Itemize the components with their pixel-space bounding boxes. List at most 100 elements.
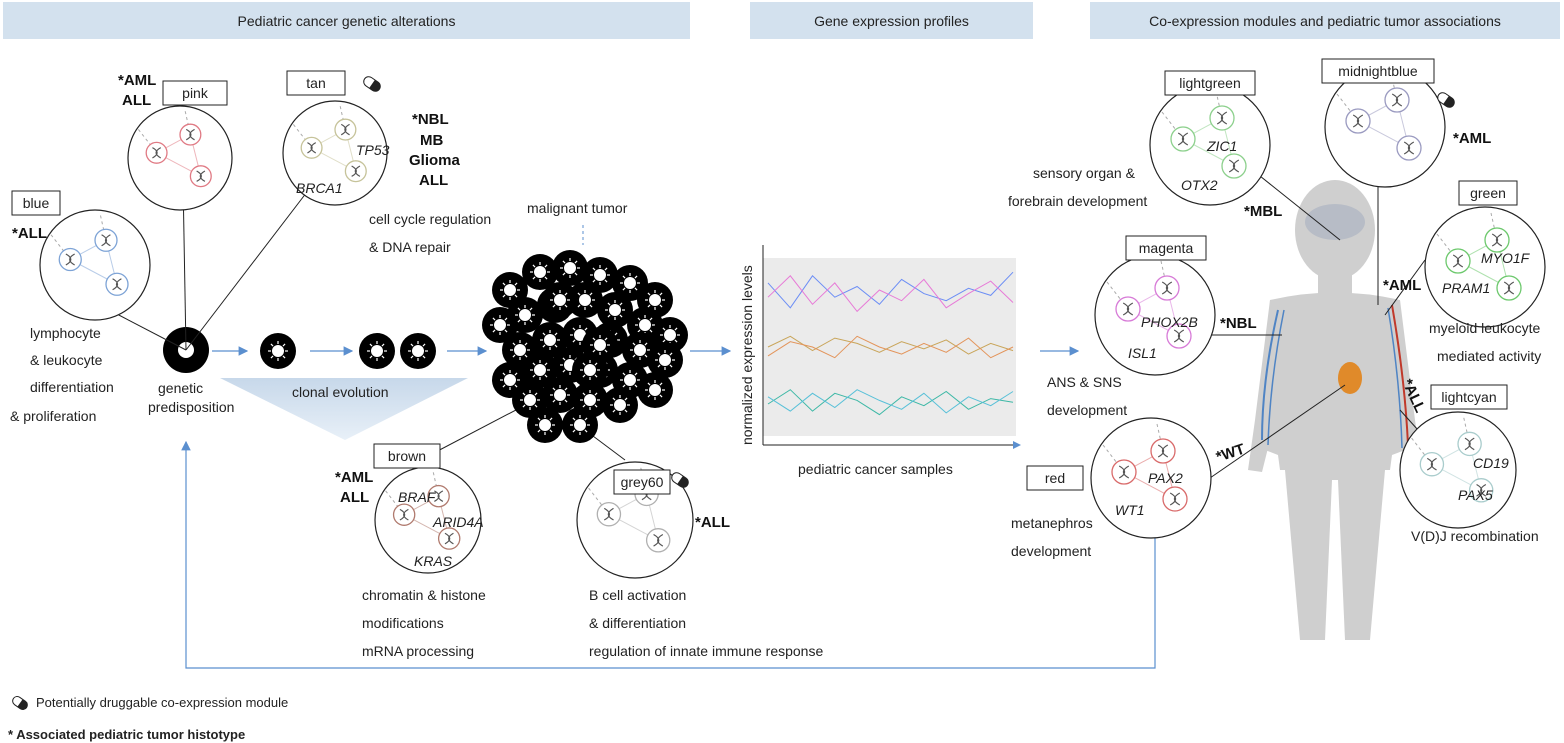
chart-series-line-0 xyxy=(767,271,1014,309)
gene-tp53: TP53 xyxy=(356,142,390,158)
gene-kras: KRAS xyxy=(414,553,453,569)
blue-desc-2: & leukocyte xyxy=(30,352,103,368)
red-desc-2: development xyxy=(1011,543,1091,559)
grey60-desc-3: regulation of innate immune response xyxy=(589,643,823,659)
brown-desc-1: chromatin & histone xyxy=(362,587,486,603)
midnightblue-name-label: midnightblue xyxy=(1338,63,1418,79)
magenta-desc-2: development xyxy=(1047,402,1127,418)
tan-tumor-4: ALL xyxy=(419,172,448,189)
gene-brca1: BRCA1 xyxy=(296,180,343,196)
legend-associated: * Associated pediatric tumor histotype xyxy=(8,727,245,742)
brown-desc-3: mRNA processing xyxy=(362,643,474,659)
blue-desc-1: lymphocyte xyxy=(30,325,101,341)
lightcyan-name-box: lightcyan xyxy=(1430,384,1508,410)
module-connectors xyxy=(114,175,1426,479)
tumor-cell xyxy=(527,407,563,443)
header-mid-label: Gene expression profiles xyxy=(814,12,969,29)
tumor-cell xyxy=(567,282,603,318)
expression-chart: normalized expression levels pediatric c… xyxy=(739,245,1021,477)
brown-tumor-2: ALL xyxy=(340,489,369,506)
tumor-cell xyxy=(542,282,578,318)
blue-name-label: blue xyxy=(23,195,50,211)
lightgreen-name-label: lightgreen xyxy=(1179,75,1241,91)
lightcyan-module-circle xyxy=(1399,411,1517,529)
tumor-cell xyxy=(552,250,588,286)
red-module-circle xyxy=(1090,417,1212,539)
midnightblue-pill-icon xyxy=(1437,92,1455,108)
green-name-label: green xyxy=(1470,185,1506,201)
lightgreen-tumor-1: *MBL xyxy=(1244,203,1282,220)
tumor-cell xyxy=(542,377,578,413)
tumor-cell xyxy=(572,352,608,388)
magenta-module-circle xyxy=(1094,254,1216,376)
magenta-tumor-1: *NBL xyxy=(1220,315,1257,332)
header-right-label: Co-expression modules and pediatric tumo… xyxy=(1149,12,1501,29)
legend-associated-text: * Associated pediatric tumor histotype xyxy=(8,727,246,742)
pink-name-label: pink xyxy=(182,85,209,101)
header-left-label: Pediatric cancer genetic alterations xyxy=(237,12,456,29)
legend-pill-icon xyxy=(12,695,28,711)
magenta-name-label: magenta xyxy=(1139,240,1194,256)
blue-tumor-1: *ALL xyxy=(12,225,47,242)
tumor-cell xyxy=(522,352,558,388)
clonal-evolution-label: clonal evolution xyxy=(292,384,389,400)
tan-desc-1: cell cycle regulation xyxy=(369,211,491,227)
tumor-cell xyxy=(260,333,296,369)
brown-name-box: brown xyxy=(373,443,441,469)
gene-otx2: OTX2 xyxy=(1181,177,1218,193)
tumor-cell xyxy=(602,387,638,423)
tumor-cell xyxy=(522,254,558,290)
lightgreen-name-box: lightgreen xyxy=(1164,70,1256,96)
genetic-label-2: predisposition xyxy=(148,399,234,415)
grey60-name-box: grey60 xyxy=(613,469,671,495)
blue-desc-3: differentiation xyxy=(30,379,114,395)
pink-tumor-1: *AML xyxy=(118,72,156,89)
chart-x-label: pediatric cancer samples xyxy=(798,461,953,477)
brown-tumor-1: *AML xyxy=(335,469,373,486)
gene-phox2b: PHOX2B xyxy=(1141,314,1198,330)
gene-zic1: ZIC1 xyxy=(1206,138,1237,154)
chart-series-line-3 xyxy=(767,335,1014,359)
tumor-cell xyxy=(647,342,683,378)
header-coexpression: Co-expression modules and pediatric tumo… xyxy=(1090,2,1560,39)
tan-module-circle xyxy=(282,100,388,206)
pill-icons xyxy=(12,76,1455,711)
tumor-cell xyxy=(562,407,598,443)
gene-myo1f: MYO1F xyxy=(1481,250,1531,266)
red-name-box: red xyxy=(1026,465,1084,491)
grey60-tumor-1: *ALL xyxy=(695,514,730,531)
magenta-name-box: magenta xyxy=(1125,235,1207,261)
tumor-cell xyxy=(597,292,633,328)
tan-name-label: tan xyxy=(306,75,325,91)
green-module-circle xyxy=(1424,206,1546,328)
tumor-cell xyxy=(400,333,436,369)
lightcyan-desc-1: V(D)J recombination xyxy=(1411,528,1539,544)
chart-series-line-2 xyxy=(767,335,1014,355)
tan-tumor-3: Glioma xyxy=(409,152,461,169)
midnightblue-name-box: midnightblue xyxy=(1321,58,1435,84)
gene-isl1: ISL1 xyxy=(1128,345,1157,361)
magenta-desc-1: ANS & SNS xyxy=(1047,374,1122,390)
lightgreen-desc-2: forebrain development xyxy=(1008,193,1147,209)
tan-pill-icon xyxy=(363,76,381,92)
tan-desc-2: & DNA repair xyxy=(369,239,451,255)
header-expression-profiles: Gene expression profiles xyxy=(750,2,1033,39)
legend-druggable: Potentially druggable co-expression modu… xyxy=(36,695,288,710)
blue-name-box: blue xyxy=(11,190,61,216)
chart-series-line-1 xyxy=(767,275,1014,313)
grey60-desc-1: B cell activation xyxy=(589,587,686,603)
midnightblue-tumor-1: *AML xyxy=(1453,130,1491,147)
gene-wt1: WT1 xyxy=(1115,502,1145,518)
brown-name-label: brown xyxy=(388,448,426,464)
tumor-cells xyxy=(260,250,688,443)
green-desc-1: myeloid leukocyte xyxy=(1429,320,1540,336)
genetic-label-1: genetic xyxy=(158,380,203,396)
red-desc-1: metanephros xyxy=(1011,515,1093,531)
human-body-figure xyxy=(1248,180,1422,640)
gene-arid4a: ARID4A xyxy=(432,514,484,530)
gene-pax5: PAX5 xyxy=(1458,487,1493,503)
tan-tumor-1: *NBL xyxy=(412,111,449,128)
tumor-cell xyxy=(507,297,543,333)
green-desc-2: mediated activity xyxy=(1437,348,1541,364)
pink-module-circle xyxy=(127,105,233,211)
